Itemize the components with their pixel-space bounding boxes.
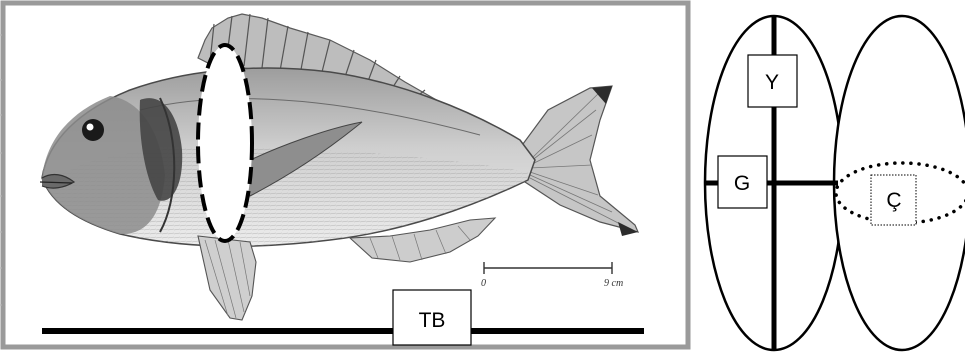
girth-ellipse bbox=[198, 45, 252, 241]
y-label: Y bbox=[765, 71, 779, 94]
scale-bar-start-label: 0 bbox=[481, 278, 486, 289]
fish-eye bbox=[82, 119, 104, 141]
scale-bar-end-label: 9 cm bbox=[604, 278, 623, 289]
c-label: Ç bbox=[886, 189, 901, 212]
cross-section-diagram: Y G Ç bbox=[705, 16, 965, 350]
g-label: G bbox=[734, 172, 750, 195]
tb-label: TB bbox=[419, 309, 446, 332]
